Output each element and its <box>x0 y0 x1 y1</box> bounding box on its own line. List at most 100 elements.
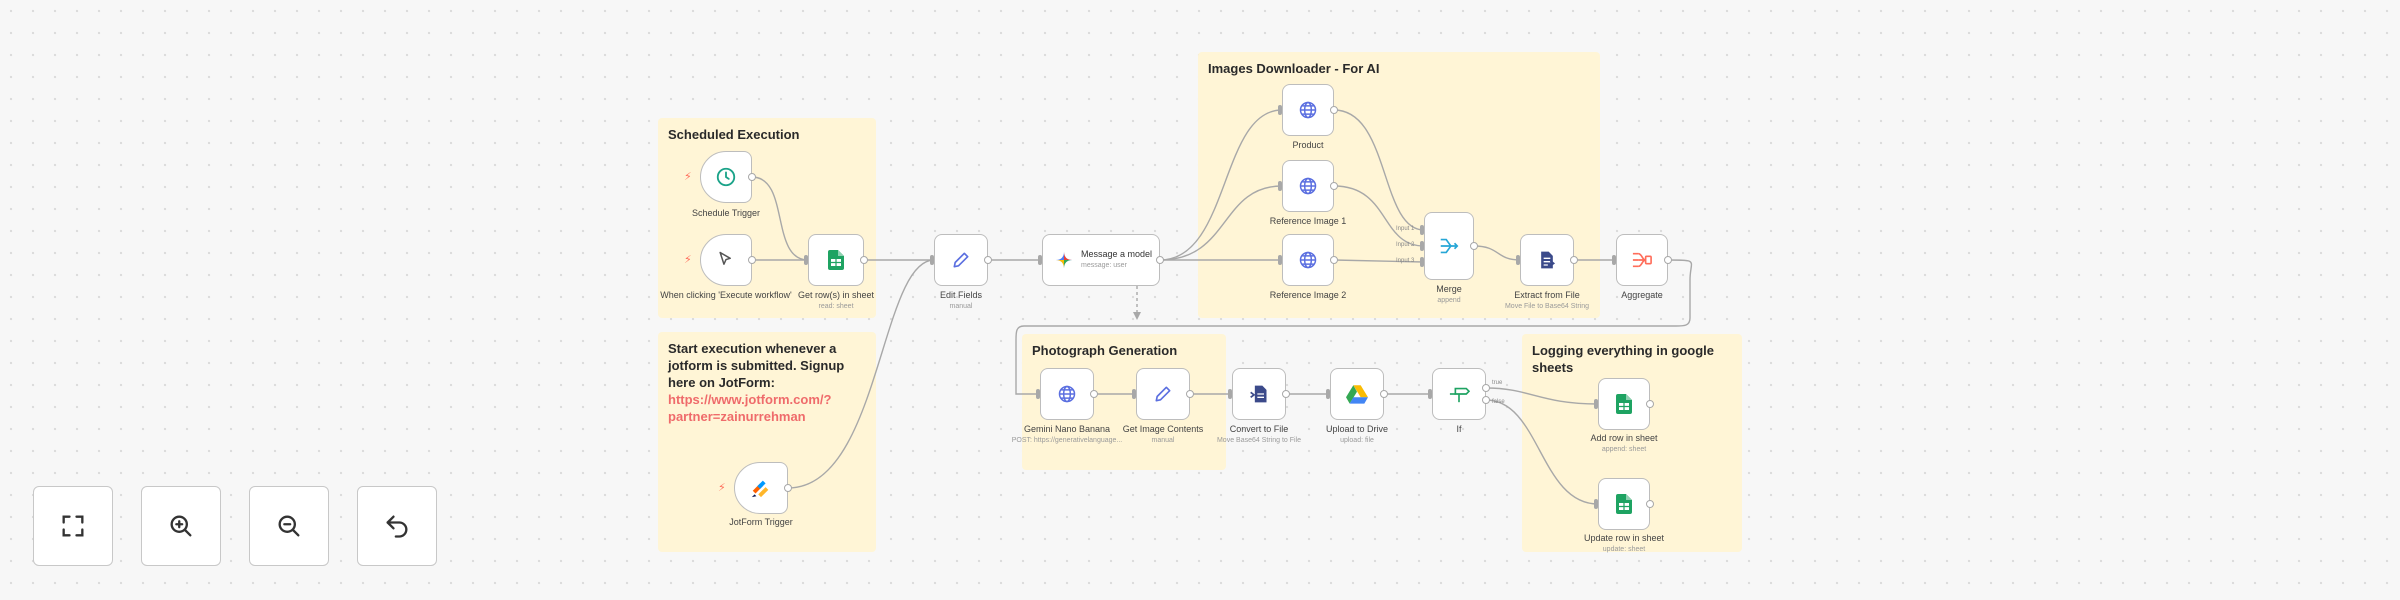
zoom-in-button[interactable] <box>141 486 221 566</box>
update-row-node[interactable] <box>1598 478 1650 530</box>
output-port[interactable] <box>1330 182 1338 190</box>
sticky-title: Images Downloader - For AI <box>1208 61 1380 76</box>
pencil-icon <box>953 252 969 268</box>
node-label: Reference Image 2 <box>1269 290 1347 300</box>
if-true-port[interactable] <box>1482 384 1490 392</box>
convert-to-file-node[interactable] <box>1232 368 1286 420</box>
input-port[interactable] <box>1228 389 1232 399</box>
node-label: Message a model <box>1081 249 1153 259</box>
input-port[interactable] <box>1594 399 1598 409</box>
reference-image-1-node[interactable] <box>1282 160 1334 212</box>
gemini-nano-banana-node[interactable] <box>1040 368 1094 420</box>
output-port[interactable] <box>1664 256 1672 264</box>
input-port[interactable] <box>1278 181 1282 191</box>
merge-input-1[interactable] <box>1420 225 1424 235</box>
output-port[interactable] <box>1330 256 1338 264</box>
node-label: Extract from File <box>1514 290 1580 300</box>
output-port[interactable] <box>1186 390 1194 398</box>
input-port[interactable] <box>930 255 934 265</box>
output-port[interactable] <box>1646 400 1654 408</box>
node-subtitle: read: sheet <box>818 303 854 310</box>
get-rows-node[interactable] <box>808 234 864 286</box>
aggregate-node[interactable] <box>1616 234 1668 286</box>
node-subtitle: update: sheet <box>1602 546 1646 553</box>
node-label: Upload to Drive <box>1325 424 1389 434</box>
fit-view-icon <box>62 515 84 537</box>
if-false-port[interactable] <box>1482 396 1490 404</box>
product-node[interactable] <box>1282 84 1334 136</box>
zoom-in-icon <box>170 515 192 537</box>
output-port[interactable] <box>860 256 868 264</box>
input-port[interactable] <box>1612 255 1616 265</box>
output-port[interactable] <box>748 173 756 181</box>
manual-trigger-node[interactable] <box>700 234 752 286</box>
output-port[interactable] <box>1282 390 1290 398</box>
output-port[interactable] <box>784 484 792 492</box>
output-port[interactable] <box>1570 256 1578 264</box>
input-port[interactable] <box>1036 389 1040 399</box>
reference-image-2-node[interactable] <box>1282 234 1334 286</box>
cursor-icon <box>719 251 731 265</box>
jotform-link[interactable]: https://www.jotform.com/?partner=zainurr… <box>668 392 832 424</box>
schedule-trigger-node[interactable] <box>700 151 752 203</box>
node-label: Get Image Contents <box>1122 424 1204 434</box>
merge-icon <box>1440 238 1459 254</box>
node-subtitle: upload: file <box>1340 437 1374 444</box>
upload-to-drive-node[interactable] <box>1330 368 1384 420</box>
input-port[interactable] <box>1428 389 1432 399</box>
gemini-icon <box>1055 251 1073 269</box>
input-port[interactable] <box>804 255 808 265</box>
edit-fields-node[interactable] <box>934 234 988 286</box>
aggregate-icon <box>1632 252 1652 268</box>
zoom-out-button[interactable] <box>249 486 329 566</box>
node-label: Merge <box>1436 284 1462 294</box>
fit-view-button[interactable] <box>33 486 113 566</box>
if-false-label: false <box>1492 399 1505 405</box>
output-port[interactable] <box>984 256 992 264</box>
sticky-scheduled-execution[interactable]: Scheduled Execution <box>658 118 876 318</box>
output-port[interactable] <box>1156 256 1164 264</box>
input-port[interactable] <box>1132 389 1136 399</box>
input-port[interactable] <box>1594 499 1598 509</box>
input-port[interactable] <box>1278 105 1282 115</box>
output-port[interactable] <box>1380 390 1388 398</box>
if-node[interactable] <box>1432 368 1486 420</box>
merge-input-2[interactable] <box>1420 241 1424 251</box>
extract-file-icon <box>1541 251 1556 269</box>
globe-icon <box>1299 251 1317 269</box>
extract-from-file-node[interactable] <box>1520 234 1574 286</box>
google-sheets-icon <box>828 250 844 270</box>
merge-node[interactable] <box>1424 212 1474 280</box>
node-subtitle: message: user <box>1081 262 1127 269</box>
input-port[interactable] <box>1516 255 1520 265</box>
get-image-contents-node[interactable] <box>1136 368 1190 420</box>
node-label: Product <box>1292 140 1324 150</box>
output-port[interactable] <box>1470 242 1478 250</box>
node-subtitle: append: sheet <box>1601 446 1647 453</box>
node-label: Get row(s) in sheet <box>797 290 875 300</box>
convert-file-icon <box>1250 385 1267 403</box>
reset-zoom-button[interactable] <box>357 486 437 566</box>
google-sheets-icon <box>1616 394 1632 414</box>
output-port[interactable] <box>1090 390 1098 398</box>
sticky-jotform[interactable]: Start execution whenever a jotform is su… <box>658 332 876 552</box>
input-port[interactable] <box>1038 255 1042 265</box>
output-port[interactable] <box>1646 500 1654 508</box>
globe-icon <box>1058 385 1076 403</box>
add-row-node[interactable] <box>1598 378 1650 430</box>
globe-icon <box>1299 101 1317 119</box>
zoom-out-icon <box>278 515 300 537</box>
node-label: Schedule Trigger <box>691 208 761 218</box>
clock-icon <box>716 167 736 187</box>
undo-icon <box>386 515 408 538</box>
output-port[interactable] <box>748 256 756 264</box>
output-port[interactable] <box>1330 106 1338 114</box>
input-port[interactable] <box>1278 255 1282 265</box>
node-inline-label: Message a model message: user <box>1081 249 1152 271</box>
input-port[interactable] <box>1326 389 1330 399</box>
merge-input-3[interactable] <box>1420 257 1424 267</box>
jotform-trigger-node[interactable] <box>734 462 788 514</box>
message-model-node[interactable]: Message a model message: user <box>1042 234 1160 286</box>
node-subtitle: Move File to Base64 String <box>1504 303 1590 310</box>
